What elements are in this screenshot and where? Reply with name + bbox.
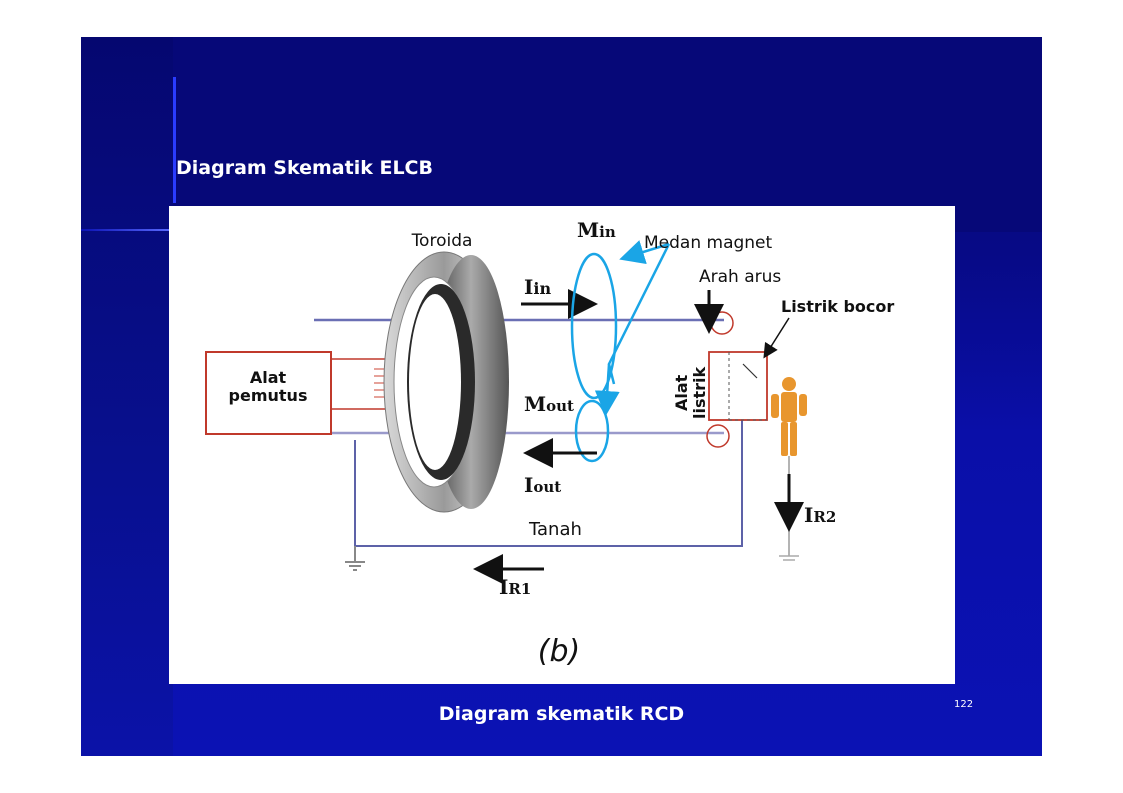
listrik-bocor-arrow [763, 317, 790, 359]
alat-listrik-label-2: listrik [690, 366, 709, 419]
elcb-diagram-panel: Alat pemutus Toroida Iin Min [169, 206, 955, 684]
elcb-schematic: Alat pemutus Toroida Iin Min [205, 218, 894, 669]
toroida-label: Toroida [411, 231, 473, 251]
medan-magnet-label: Medan magnet [644, 233, 773, 253]
alat-pemutus-box [205, 351, 332, 435]
alat-pemutus-label-2: pemutus [229, 386, 308, 405]
i-out-label: Iout [524, 473, 561, 497]
load-coil-top [710, 311, 734, 335]
i-r2-label: IR2 [804, 503, 836, 527]
alat-listrik-label-1: Alat [672, 374, 691, 411]
figure-label: (b) [538, 634, 580, 669]
m-out-label: Mout [524, 392, 574, 416]
magnetic-field-loops [570, 240, 671, 463]
slide-title: Diagram Skematik ELCB [176, 157, 433, 179]
i-r1-label: IR1 [499, 575, 531, 599]
i-in-label: Iin [524, 275, 551, 299]
divider-line [81, 229, 173, 231]
alat-listrik-box [708, 351, 768, 421]
ground-wire [345, 416, 743, 571]
toroid [383, 251, 509, 513]
title-accent-line [173, 77, 176, 203]
person-figure [771, 377, 807, 456]
load-coil-bottom [706, 424, 730, 448]
page-number: 122 [954, 699, 974, 710]
alat-pemutus-label-1: Alat [250, 368, 287, 387]
m-in-label: Min [577, 218, 616, 242]
arah-arus-label: Arah arus [699, 267, 781, 287]
tanah-label: Tanah [528, 519, 582, 540]
title-band [173, 37, 1042, 232]
slide: Diagram Skematik ELCB [81, 37, 1042, 756]
listrik-bocor-label: Listrik bocor [781, 297, 894, 316]
slide-caption: Diagram skematik RCD [438, 703, 685, 725]
left-band [81, 37, 173, 756]
